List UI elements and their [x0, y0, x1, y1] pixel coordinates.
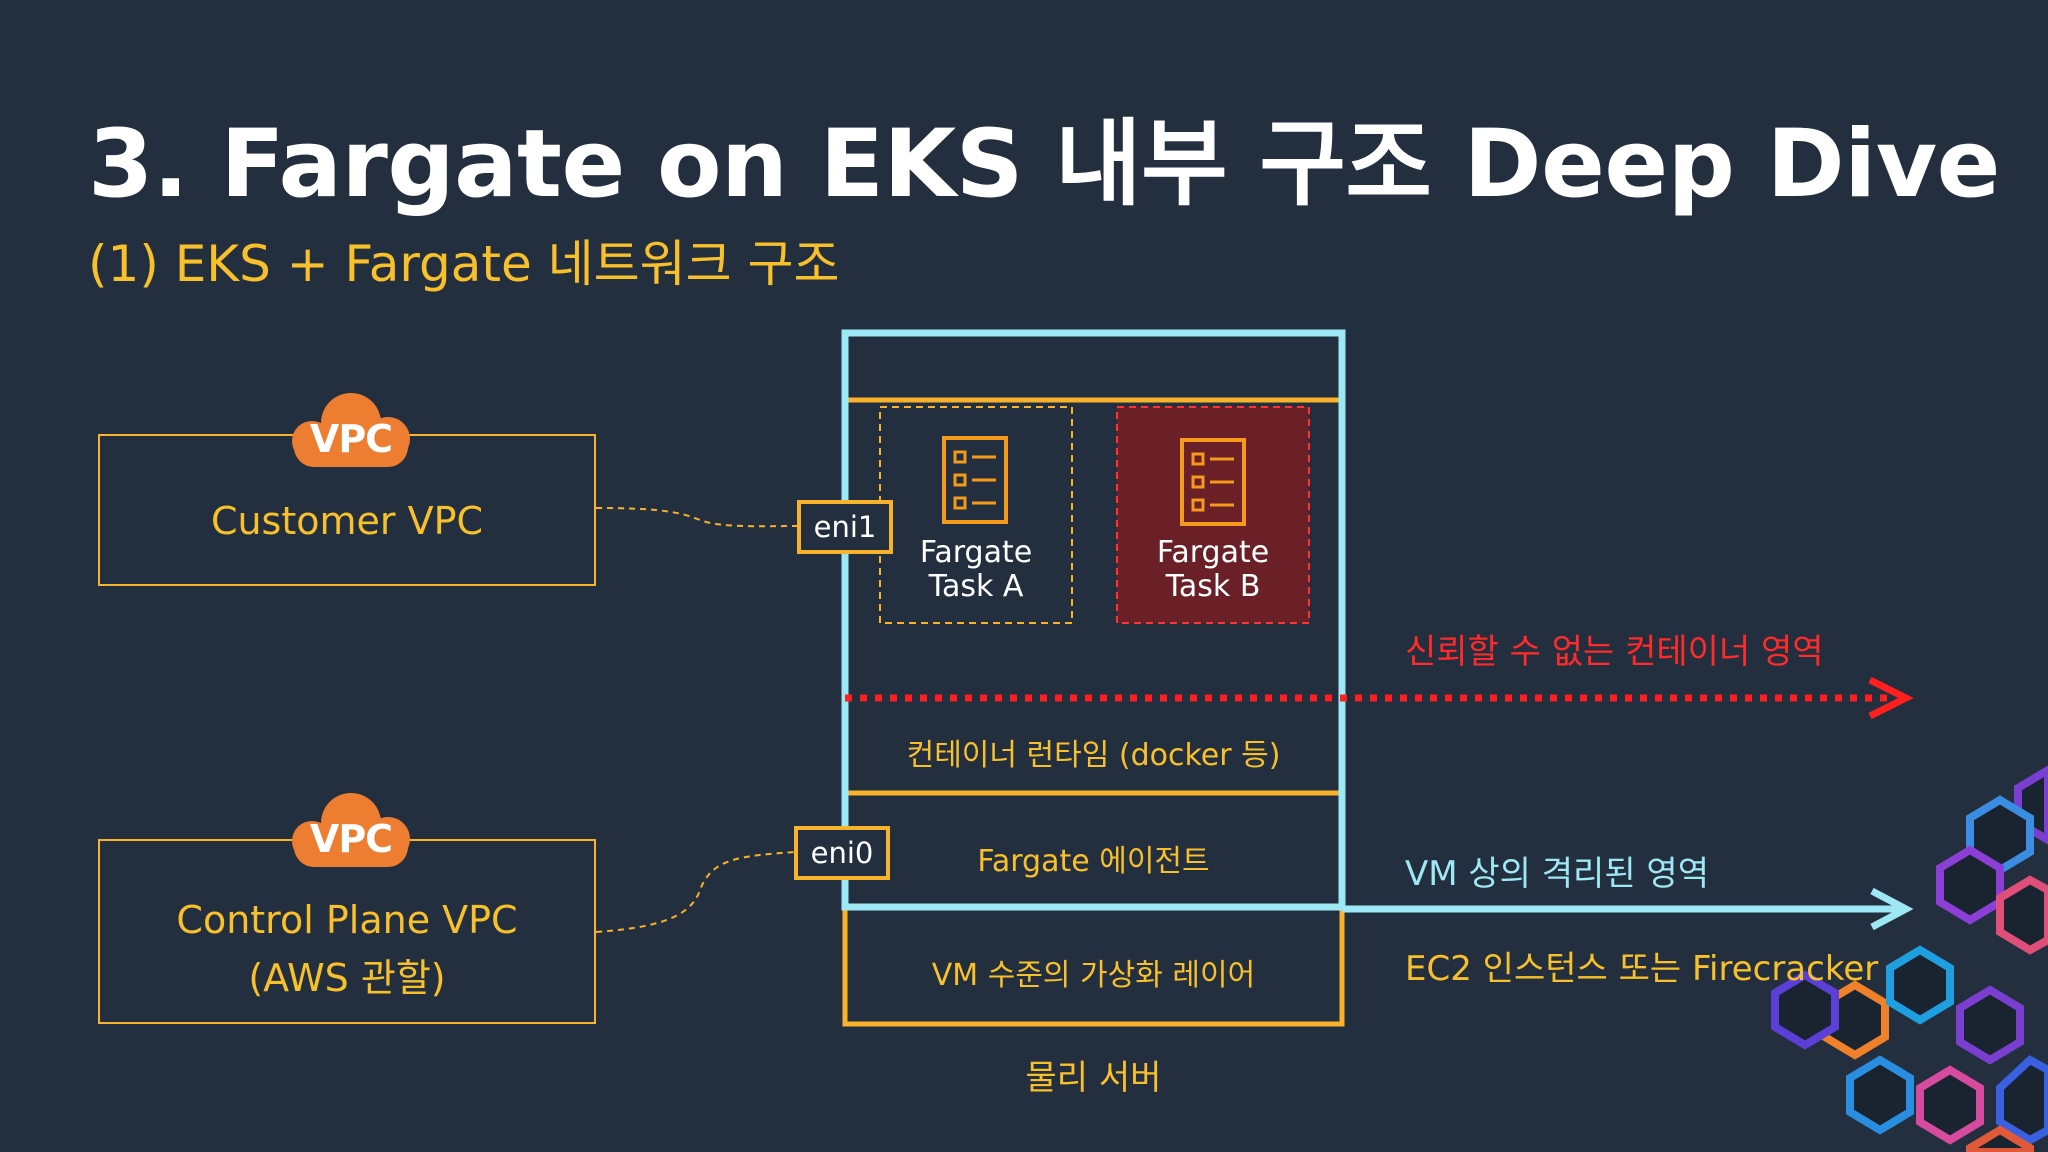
arrow-right-icon [1870, 887, 1914, 931]
control-plane-vpc-sublabel: (AWS 관할) [248, 956, 446, 1000]
vpc-cloud-icon: VPC [288, 789, 414, 871]
task-list-icon [942, 436, 1008, 524]
task-a-line2: Task A [928, 569, 1024, 604]
untrusted-zone-label: 신뢰할 수 없는 컨테이너 영역 [1405, 632, 1824, 672]
arrow-right-icon [1868, 676, 1914, 720]
container-runtime-label: 컨테이너 런타임 (docker 등) [906, 738, 1281, 773]
task-b-label: Fargate Task B [1117, 536, 1309, 604]
hexagon-decoration [1771, 765, 2048, 1152]
eni1-badge: eni1 [797, 500, 893, 554]
control-plane-connector [595, 851, 796, 933]
control-plane-vpc-box: Control Plane VPC (AWS 관할) [98, 839, 596, 1024]
ec2-firecracker-label: EC2 인스턴스 또는 Firecracker [1405, 949, 1879, 989]
page-title: 3. Fargate on EKS 내부 구조 Deep Dive [88, 110, 2000, 219]
task-b-line1: Fargate [1156, 535, 1270, 570]
customer-vpc-label: Customer VPC [210, 499, 484, 543]
task-a-label: Fargate Task A [880, 536, 1072, 604]
task-b-line2: Task B [1165, 569, 1261, 604]
vm-isolated-label: VM 상의 격리된 영역 [1405, 854, 1709, 894]
task-a-line1: Fargate [919, 535, 1033, 570]
vpc-badge-text: VPC [309, 417, 393, 461]
fargate-agent-label: Fargate 에이전트 [977, 844, 1210, 879]
task-b-box [1116, 406, 1310, 624]
physical-server-label: 물리 서버 [1025, 1058, 1162, 1098]
vm-layer-label: VM 수준의 가상화 레이어 [931, 958, 1256, 993]
customer-vpc-connector [595, 507, 801, 528]
vpc-cloud-icon: VPC [288, 389, 414, 471]
task-list-icon [1180, 438, 1246, 526]
page-subtitle: (1) EKS + Fargate 네트워크 구조 [88, 235, 840, 293]
eni0-badge: eni0 [794, 826, 890, 880]
vm-isolated-box [841, 329, 1346, 911]
vpc-badge-text: VPC [309, 817, 393, 861]
control-plane-vpc-label: Control Plane VPC [176, 898, 518, 942]
